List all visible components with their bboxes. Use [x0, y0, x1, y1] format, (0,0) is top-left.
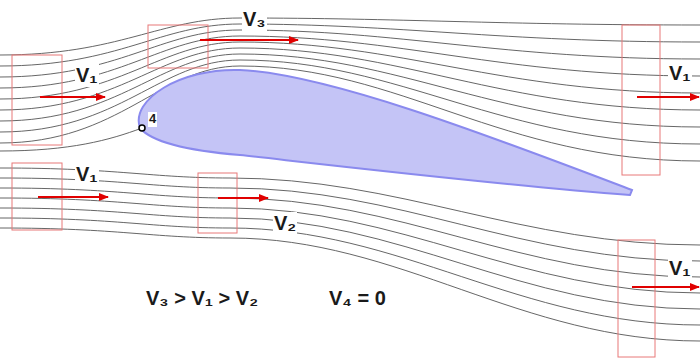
streamlines	[0, 18, 700, 341]
speed-label: V₁	[668, 62, 692, 85]
streamline	[0, 218, 700, 325]
streamline	[0, 128, 142, 151]
airfoil-shape	[139, 70, 632, 195]
streamline	[0, 198, 700, 293]
point-number: 4	[148, 112, 157, 127]
stagnation-point	[139, 125, 145, 131]
relation-note: V₄ = 0	[328, 287, 387, 310]
streamline	[0, 228, 700, 341]
speed-label: V₂	[273, 212, 297, 235]
speed-label: V₁	[668, 257, 692, 280]
speed-label: V₃	[242, 8, 267, 31]
speed-label: V₁	[75, 64, 99, 87]
speed-label: V₁	[75, 163, 99, 186]
streamline	[0, 24, 700, 66]
relation-note: V₃ > V₁ > V₂	[145, 287, 259, 310]
velocity-arrows	[38, 40, 699, 287]
control-boxes	[12, 25, 660, 357]
streamline	[0, 208, 700, 309]
streamline	[0, 30, 700, 77]
